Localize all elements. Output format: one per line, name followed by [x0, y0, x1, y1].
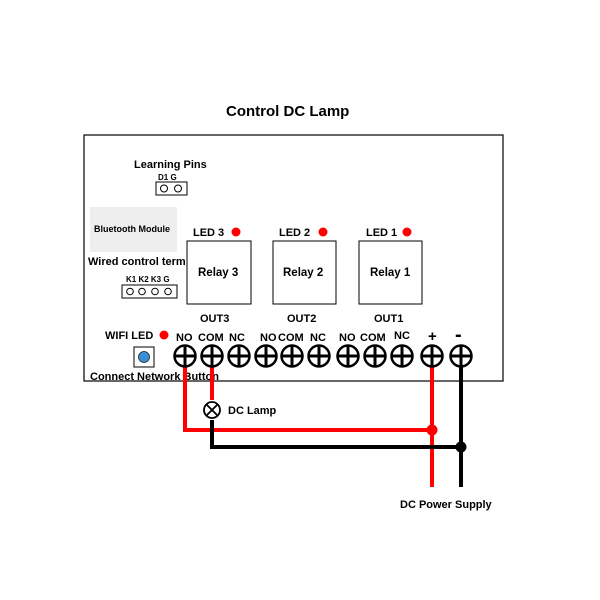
led1-label: LED 1	[366, 227, 397, 239]
out1-com-screw-terminal[interactable]	[363, 344, 387, 368]
bluetooth-module	[90, 207, 177, 252]
out3-label: OUT3	[200, 313, 229, 325]
relay2-box	[272, 240, 337, 305]
terminal-pin-k3[interactable]	[151, 287, 159, 296]
learning-pin-d1[interactable]	[160, 184, 168, 193]
learning-pins-label: Learning Pins	[134, 159, 207, 171]
learning-pin-g[interactable]	[174, 184, 182, 193]
relay1-label: Relay 1	[370, 267, 411, 279]
bluetooth-module-label: Bluetooth Module	[94, 224, 170, 234]
led2-label: LED 2	[279, 227, 310, 239]
out1-nc-screw-terminal[interactable]	[390, 344, 414, 368]
led3-label: LED 3	[193, 227, 224, 239]
out2-com-label: COM	[278, 332, 304, 344]
out2-label: OUT2	[287, 313, 316, 325]
out3-no-label: NO	[176, 332, 193, 344]
relay3-label: Relay 3	[198, 267, 238, 279]
wired-terminals-label: Wired control terminals	[88, 256, 211, 268]
led3-indicator	[231, 227, 241, 237]
out1-nc-label: NC	[394, 330, 410, 342]
out3-no-screw-terminal[interactable]	[173, 344, 197, 368]
terminal-pin-k1[interactable]	[126, 287, 134, 296]
relay1-box	[358, 240, 423, 305]
learning-pins-names: D1 G	[158, 173, 177, 182]
positive-junction	[426, 424, 438, 436]
wired-terminals-names: K1 K2 K3 G	[126, 275, 170, 284]
screw-terminal-block	[173, 344, 473, 368]
out1-label: OUT1	[374, 313, 403, 325]
lamp-icon	[203, 401, 221, 419]
connect-button-cap	[138, 351, 150, 363]
connect-network-button-label: Connect Network Button	[90, 371, 219, 383]
positive-wire	[183, 356, 434, 487]
led2-indicator	[318, 227, 328, 237]
dc-power-supply-label: DC Power Supply	[400, 499, 493, 511]
out1-com-label: COM	[360, 332, 386, 344]
out2-no-screw-terminal[interactable]	[254, 344, 278, 368]
relay2-label: Relay 2	[283, 267, 323, 279]
diagram-title: Control DC Lamp	[226, 103, 349, 120]
supply-minus-screw-terminal[interactable]	[449, 344, 473, 368]
out1-no-screw-terminal[interactable]	[336, 344, 360, 368]
out3-com-screw-terminal[interactable]	[200, 344, 224, 368]
negative-wire	[210, 420, 461, 449]
terminal-pin-g[interactable]	[164, 287, 172, 296]
out3-nc-screw-terminal[interactable]	[227, 344, 251, 368]
wifi-led-label: WIFI LED	[105, 330, 153, 342]
terminal-pin-k2[interactable]	[138, 287, 146, 296]
supply-plus-screw-terminal[interactable]	[420, 344, 444, 368]
out2-com-screw-terminal[interactable]	[280, 344, 304, 368]
out2-no-label: NO	[260, 332, 277, 344]
wifi-led-indicator	[159, 330, 169, 340]
dc-lamp-label: DC Lamp	[228, 405, 277, 417]
out2-nc-screw-terminal[interactable]	[307, 344, 331, 368]
negative-junction	[455, 441, 467, 453]
wired-terminals-header	[121, 284, 178, 299]
out1-no-label: NO	[339, 332, 356, 344]
out3-com-label: COM	[198, 332, 224, 344]
minus-label: -	[455, 324, 462, 346]
out3-nc-label: NC	[229, 332, 245, 344]
relay3-box	[186, 240, 252, 305]
out2-nc-label: NC	[310, 332, 326, 344]
led1-indicator	[402, 227, 412, 237]
plus-label: +	[428, 328, 437, 345]
